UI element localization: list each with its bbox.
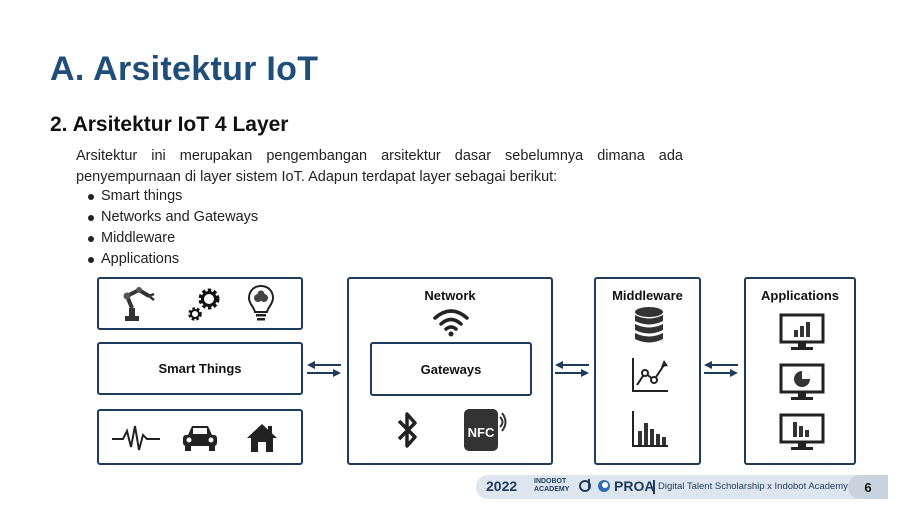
monitor-bar-chart-alt-icon: [779, 413, 825, 450]
footer-year: 2022: [486, 478, 518, 494]
bullet-item: Networks and Gateways: [84, 207, 258, 228]
monitor-bar-chart-icon: [779, 313, 825, 350]
bullet-item: Smart things: [84, 186, 258, 207]
applications-label: Applications: [760, 288, 839, 303]
things-icons-box-top: [97, 277, 303, 330]
slide-subtitle: 2. Arsitektur IoT 4 Layer: [50, 113, 289, 136]
nfc-text: NFC: [468, 425, 495, 440]
smart-things-label: Smart Things: [158, 361, 242, 376]
page-number: 6: [848, 475, 888, 499]
robot-arm-icon: [123, 287, 155, 321]
line-chart-icon: [632, 358, 668, 392]
heartbeat-icon: [112, 425, 160, 451]
bidirectional-arrow-icon: [307, 361, 341, 377]
footer-text: Digital Talent Scholarship x Indobot Aca…: [658, 481, 848, 492]
home-icon: [247, 424, 277, 452]
gateways-label: Gateways: [420, 361, 482, 377]
car-icon: [183, 426, 217, 451]
bullet-item: Applications: [84, 249, 258, 270]
bidirectional-arrow-icon: [704, 361, 738, 377]
indobot-academy-logo: INDOBOT ACADEMY: [534, 478, 570, 493]
footer-bar: [476, 475, 888, 499]
slide-title: A. Arsitektur IoT: [50, 50, 319, 88]
middleware-box: Middleware: [594, 277, 701, 465]
applications-box: Applications: [744, 277, 856, 465]
proa-logo: PROA: [614, 478, 655, 494]
slide-paragraph: Arsitektur ini merupakan pengembangan ar…: [76, 148, 683, 185]
network-box: Network Gateways NFC: [347, 277, 553, 465]
digitalent-logo-icon: [579, 479, 591, 492]
wifi-icon: [433, 309, 469, 337]
gears-icon: [188, 288, 220, 321]
bullet-list: Smart things Networks and Gateways Middl…: [84, 186, 258, 270]
smart-things-box: Smart Things: [97, 342, 303, 395]
bar-chart-icon: [632, 411, 668, 447]
middleware-label: Middleware: [612, 288, 683, 303]
bidirectional-arrow-icon: [555, 361, 589, 377]
bluetooth-icon: [397, 412, 417, 448]
kominfo-logo-icon: [598, 480, 610, 492]
lightbulb-brain-icon: [247, 284, 275, 321]
gateways-box: Gateways: [370, 342, 532, 396]
database-icon: [635, 307, 663, 343]
footer-divider: [653, 480, 655, 494]
bullet-item: Middleware: [84, 228, 258, 249]
things-icons-box-bottom: [97, 409, 303, 465]
monitor-pie-chart-icon: [779, 363, 825, 400]
nfc-phone-icon: NFC: [464, 409, 507, 451]
network-label: Network: [424, 288, 476, 303]
